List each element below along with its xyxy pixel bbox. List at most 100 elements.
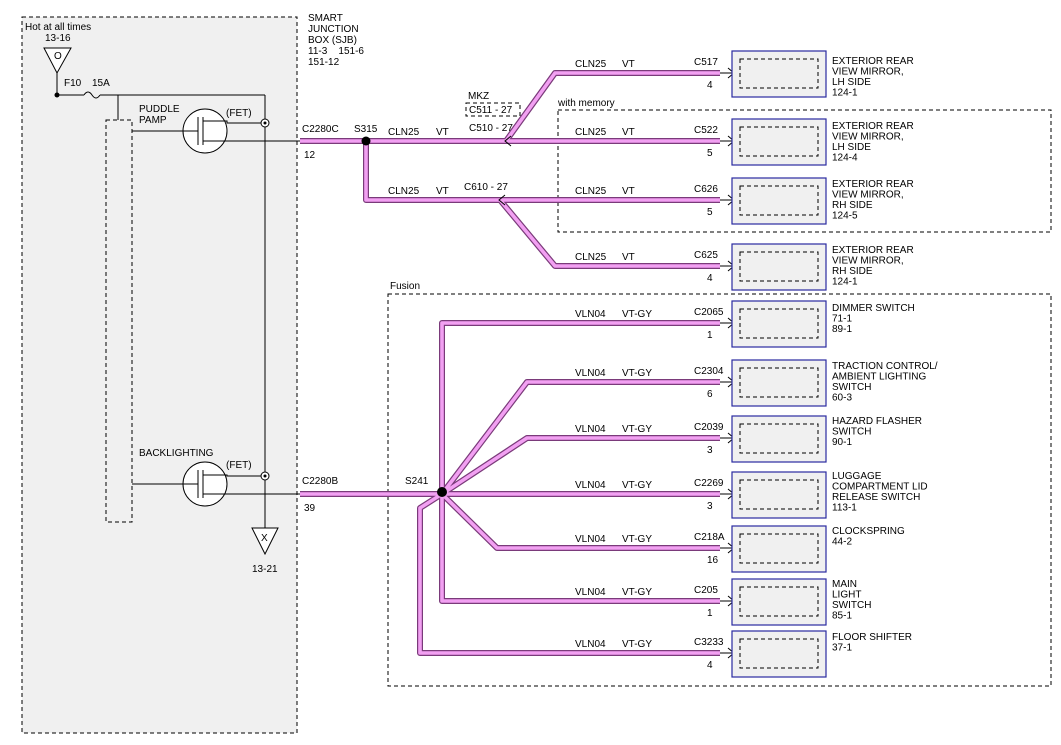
connector-label: C522	[694, 125, 718, 136]
component-text: SWITCH	[832, 600, 871, 611]
branch-wire-color: VT-GY	[622, 424, 652, 435]
component-text: SWITCH	[832, 427, 871, 438]
component-inner	[739, 638, 819, 669]
fuse-rating: 15A	[92, 78, 110, 89]
power-symbol: O	[54, 51, 62, 62]
connector-label: C2065	[694, 307, 724, 318]
component-text: RELEASE SWITCH	[832, 492, 920, 503]
component-text: EXTERIOR REAR	[832, 56, 914, 67]
puddle-fet-label: (FET)	[226, 108, 252, 119]
branch-wire-color: VT-GY	[622, 368, 652, 379]
component-text: VIEW MIRROR,	[832, 256, 904, 267]
component-text: 44-2	[832, 537, 852, 548]
branch-wire-color: VT-GY	[622, 587, 652, 598]
component-text: LH SIDE	[832, 77, 871, 88]
smart-junction-box: Hot at all times 13-16 O F10 15A PUDDLE …	[21, 13, 364, 734]
splice-s241-label: S241	[405, 476, 429, 487]
component-text: TRACTION CONTROL/	[832, 361, 938, 372]
component-text: DIMMER SWITCH	[832, 303, 915, 314]
sjb-title-2: JUNCTION	[308, 24, 359, 35]
c510-connector-icon	[504, 135, 512, 147]
component-inner	[739, 533, 819, 564]
component-box	[731, 578, 827, 626]
c610-connector-icon	[498, 194, 506, 206]
branch-wire-code: VLN04	[575, 368, 606, 379]
pin-label: 3	[707, 445, 713, 456]
upper-wire-code: CLN25	[388, 127, 420, 138]
component-box	[731, 359, 827, 407]
component-inner	[739, 185, 819, 216]
component-box	[731, 243, 827, 291]
component-inner	[739, 126, 819, 157]
branch-wire-color: VT	[622, 127, 635, 138]
ground-icon	[251, 527, 279, 556]
component-inner	[739, 58, 819, 89]
pin-12: 12	[304, 150, 316, 161]
component-box	[731, 50, 827, 98]
branch-wire-code: VLN04	[575, 534, 606, 545]
component-text: VIEW MIRROR,	[832, 190, 904, 201]
component-text: MAIN	[832, 579, 857, 590]
branch-wire-color: VT-GY	[622, 480, 652, 491]
pin-label: 4	[707, 80, 713, 91]
pin-label: 5	[707, 207, 713, 218]
component-text: LIGHT	[832, 590, 861, 601]
connector-label: C626	[694, 184, 718, 195]
sjb-title-4: 11-3 151-6	[308, 46, 364, 57]
ground-symbol: X	[261, 533, 268, 544]
component-text: 60-3	[832, 393, 852, 404]
component-inner	[739, 586, 819, 617]
c511-box	[465, 102, 521, 117]
upper-wire-code-2: CLN25	[388, 186, 420, 197]
component-text: LH SIDE	[832, 142, 871, 153]
c511-label: C511 - 27	[469, 105, 513, 116]
connector-label: C2269	[694, 478, 724, 489]
component-box	[731, 300, 827, 348]
component-text: EXTERIOR REAR	[832, 245, 914, 256]
component-inner	[739, 251, 819, 282]
component-box	[731, 415, 827, 463]
branch-wire-code: CLN25	[575, 59, 607, 70]
component-text: EXTERIOR REAR	[832, 179, 914, 190]
puddle-label-1: PUDDLE	[139, 104, 180, 115]
component-text: 37-1	[832, 643, 852, 654]
connector-label: C218A	[694, 532, 725, 543]
with-memory-group	[557, 109, 1052, 233]
branch-wire-code: CLN25	[575, 186, 607, 197]
pin-39: 39	[304, 503, 316, 514]
component-inner	[739, 308, 819, 339]
splice-s241	[437, 487, 447, 497]
pin-label: 3	[707, 501, 713, 512]
branch-wire-color: VT-GY	[622, 639, 652, 650]
fusion-group	[387, 293, 1052, 687]
splice-s315-label: S315	[354, 124, 378, 135]
upper-wire-color-2: VT	[436, 186, 449, 197]
branch-wire-code: CLN25	[575, 252, 607, 263]
component-text: 124-1	[832, 88, 858, 99]
power-source-icon	[43, 47, 72, 75]
component-text: LUGGAGE	[832, 471, 882, 482]
sjb-outline	[21, 16, 298, 734]
sjb-title-3: BOX (SJB)	[308, 35, 357, 46]
connector-label: C625	[694, 250, 718, 261]
component-inner	[739, 479, 819, 510]
fuse-icon	[83, 91, 101, 99]
hot-ref: 13-16	[45, 33, 71, 44]
component-text: 89-1	[832, 324, 852, 335]
component-text: CLOCKSPRING	[832, 526, 905, 537]
connector-label: C2304	[694, 366, 724, 377]
c510-label: C510 - 27	[469, 123, 513, 134]
upper-wire-color: VT	[436, 127, 449, 138]
component-text: COMPARTMENT LID	[832, 482, 928, 493]
